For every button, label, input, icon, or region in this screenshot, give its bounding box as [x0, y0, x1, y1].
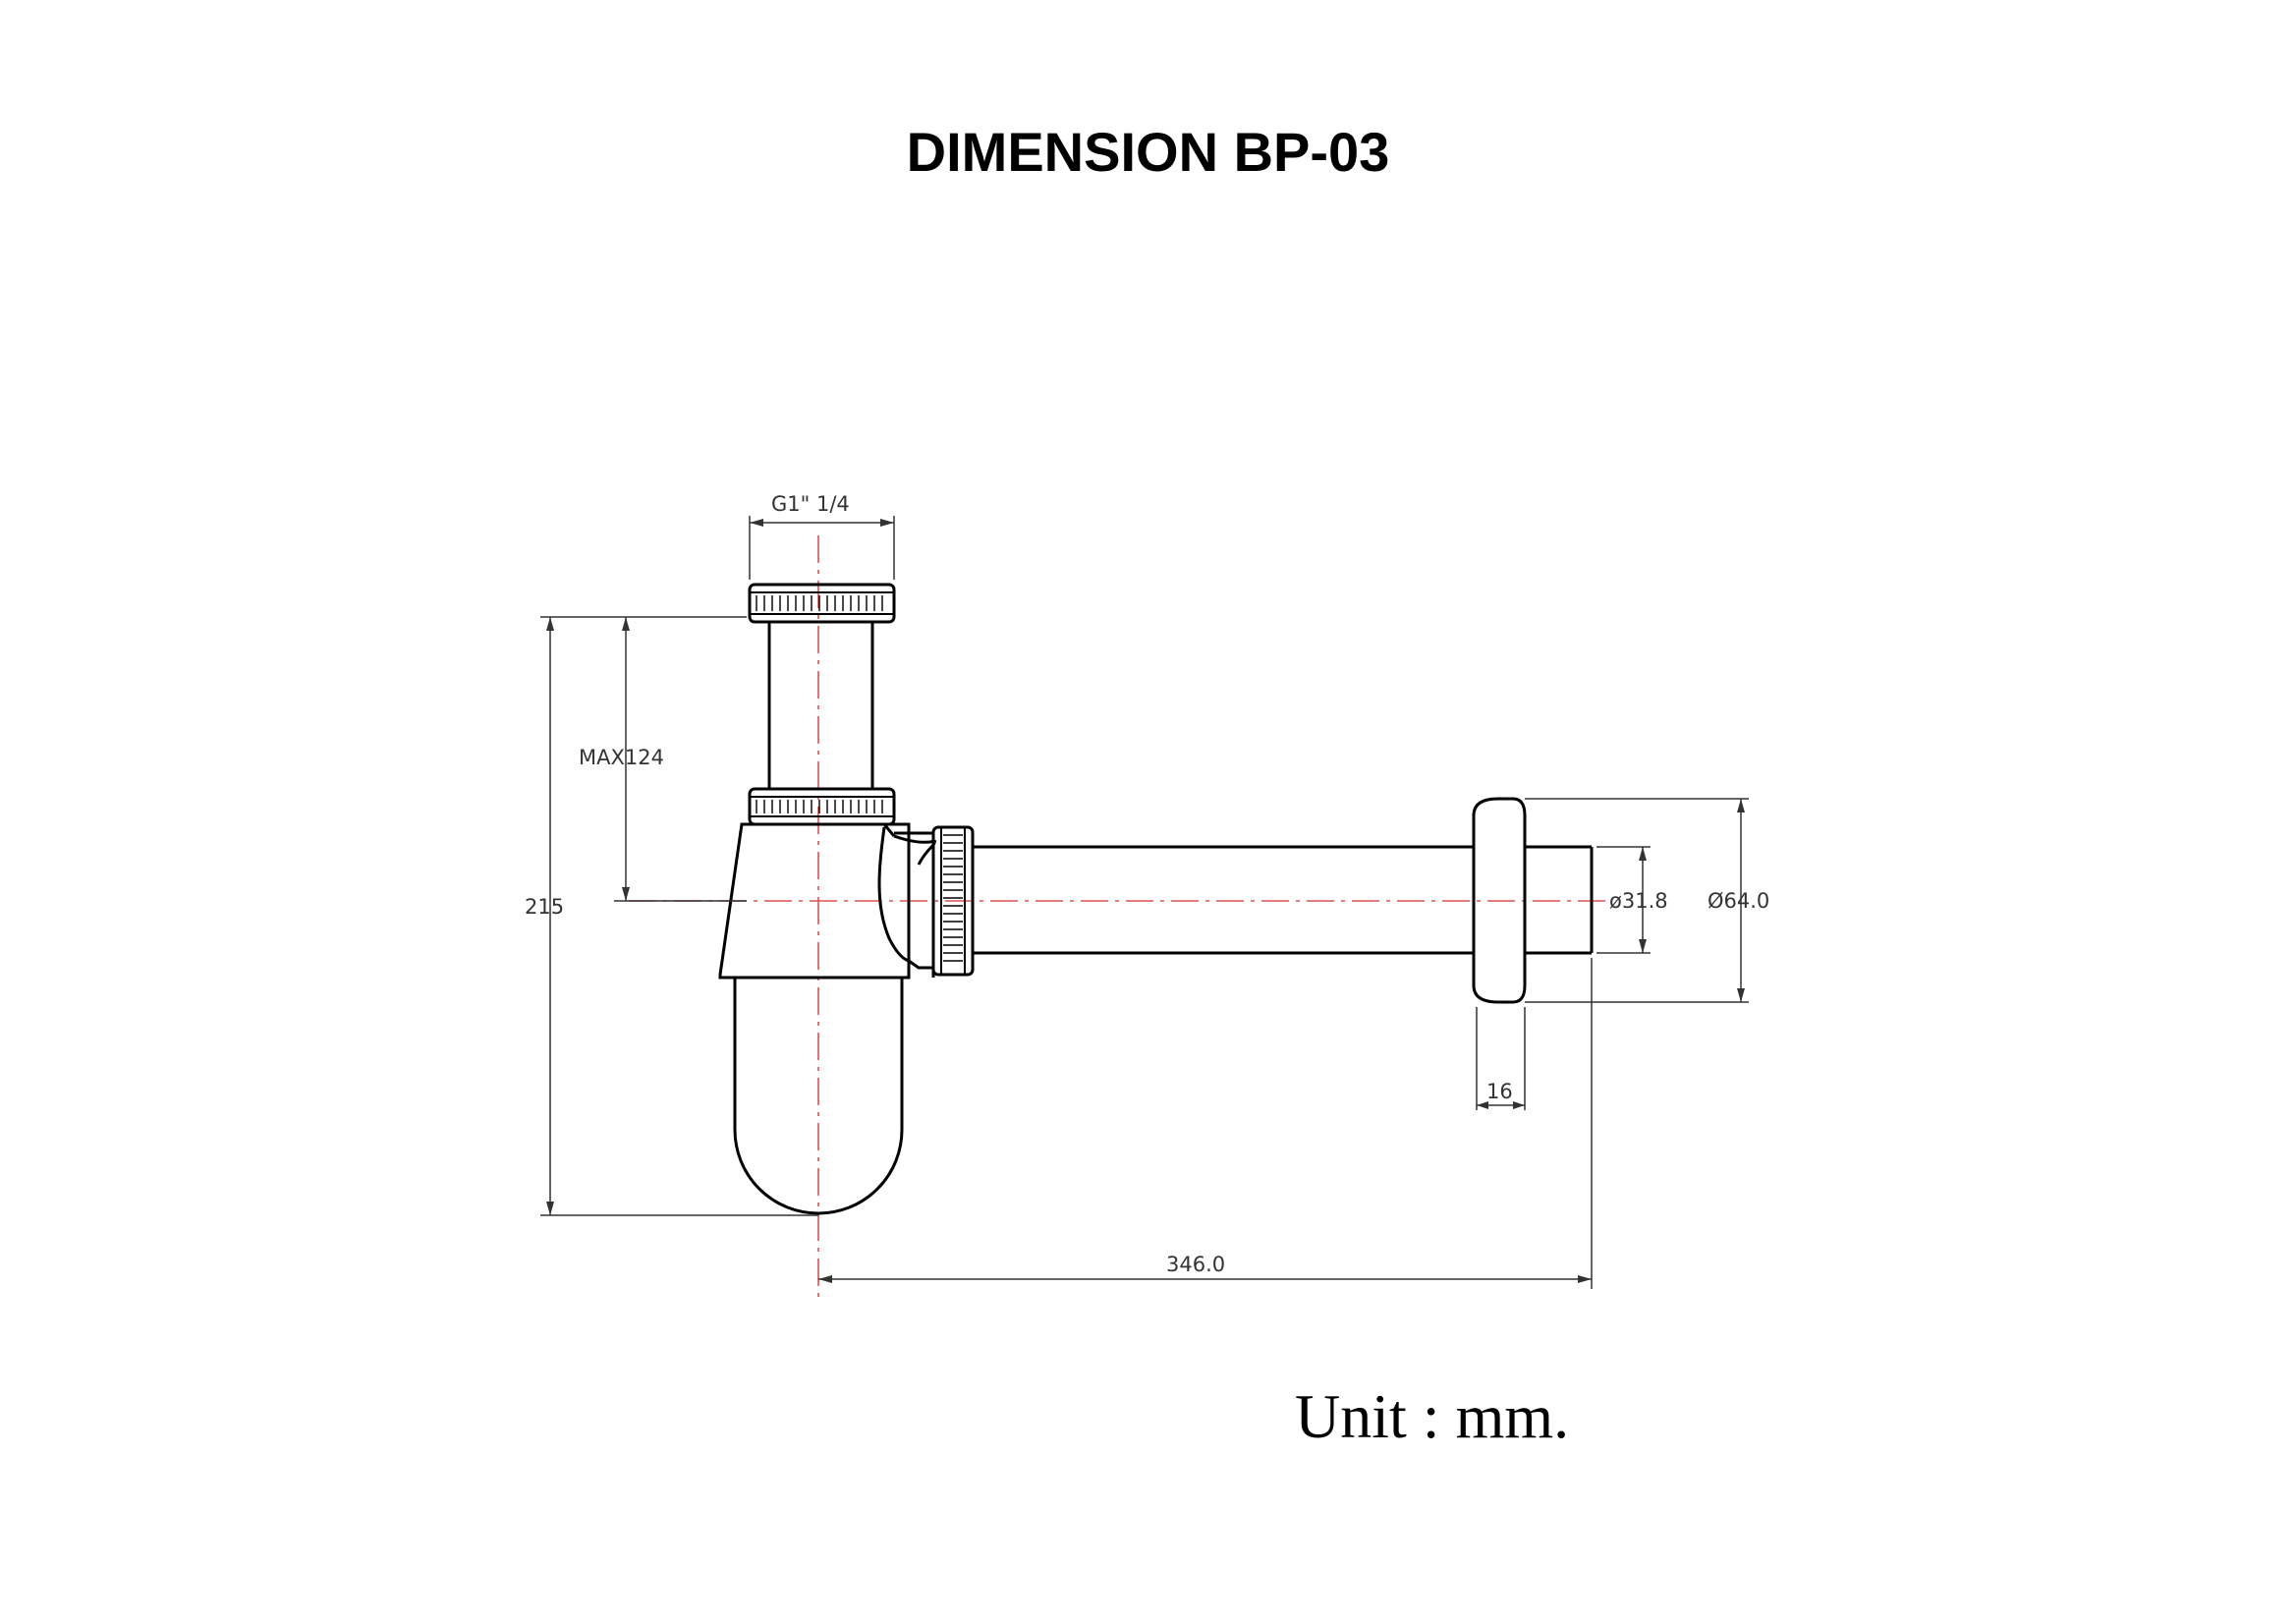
- total-height-label: 215: [525, 895, 564, 919]
- centerlines: [629, 535, 1606, 1302]
- outlet-nut: [931, 825, 975, 977]
- max-height-label: MAX124: [579, 746, 664, 769]
- flange-thickness-label: 16: [1486, 1080, 1513, 1103]
- trap-body: [718, 583, 1594, 1215]
- unit-note: Unit : mm.: [1295, 1381, 1570, 1451]
- top-nut: [748, 583, 896, 624]
- flange-diameter-label: Ø64.0: [1708, 889, 1769, 913]
- middle-nut: [748, 787, 896, 826]
- dimension-lines: [540, 516, 1749, 1289]
- page-title: DIMENSION BP-03: [906, 121, 1390, 183]
- total-length-label: 346.0: [1166, 1253, 1225, 1276]
- wall-flange: [1472, 797, 1527, 1004]
- thread-size-label: G1" 1/4: [771, 492, 850, 516]
- pipe-diameter-label: ø31.8: [1609, 889, 1668, 913]
